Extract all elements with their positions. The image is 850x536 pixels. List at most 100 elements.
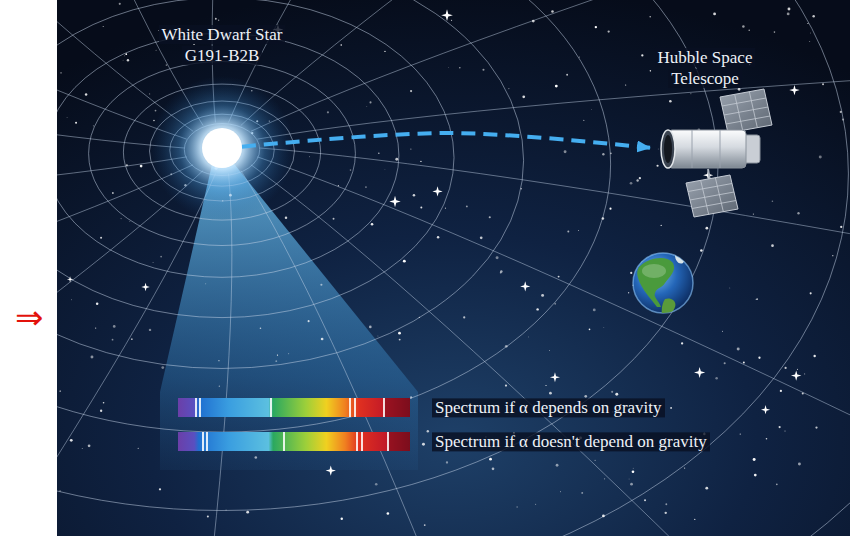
spectral-line [199,398,201,417]
star-dot [564,150,567,153]
star-dot [554,303,556,305]
star-dot [630,272,632,274]
spectral-line [387,432,389,451]
star-dot [129,220,131,222]
telescope-shape [650,85,775,220]
star-dot [756,299,757,300]
star-dot [536,308,538,310]
star-dot [140,165,143,168]
star-dot [608,30,610,32]
star-dot [551,10,554,13]
star-dot [737,348,740,351]
star-dot [694,519,695,520]
star-dot [60,72,62,74]
grid-line [241,171,731,536]
star-dot [555,85,558,88]
star-dot [125,53,127,55]
telescope: Hubble Space Telescope [650,85,775,220]
grid-ring [57,0,848,536]
telescope-name: Hubble Space Telescope [655,48,756,88]
spectrum-caption: Spectrum if α doesn't depend on gravity [432,432,710,451]
star-dot [625,84,626,85]
star-dot [448,67,450,69]
star-dot [532,20,535,23]
star-name-block: White Dwarf Star G191-B2B [147,24,297,67]
star-dot [308,320,310,322]
star-dot [581,492,583,494]
star-dot [365,186,367,188]
star-dot [122,59,124,61]
star-dot [522,95,525,98]
spectral-line [195,398,197,417]
star-dot [521,188,523,190]
star-dot [758,357,760,359]
star-dot [807,23,808,24]
spectral-line [283,432,285,451]
star-dot [463,316,465,318]
spectrum-caption: Spectrum if α depends on gravity [432,398,665,417]
star-dot [149,93,150,94]
sparkle-star [694,367,705,378]
star-dot [743,361,745,363]
star-dot [583,120,584,121]
star-dot [377,335,379,337]
aperture-ring [661,130,675,168]
sparkle-star [441,9,453,21]
star-dot [90,356,93,359]
star-dot [776,484,778,486]
star-dot [749,29,750,30]
star-dot [424,524,426,526]
star-dot [788,8,791,11]
star-dot [369,101,371,103]
continent [662,298,676,319]
star-dot [810,292,812,294]
spectrum-caption-block: Spectrum if α depends on gravity [432,397,665,418]
star-dot [628,478,630,480]
star-dot [595,26,597,28]
star-dot [85,93,87,95]
star-dot [366,106,368,108]
aperture [664,135,672,163]
star-dot [609,208,611,210]
star-dot [327,111,329,113]
star-dot [628,292,629,293]
star-dot [70,439,73,442]
star-dot [112,192,114,194]
grid-line [80,174,232,536]
star-dot [410,396,412,398]
star-dot [577,229,579,231]
grid-ring [57,0,718,511]
star-dot [787,13,790,16]
star-dot [75,122,77,124]
star-dot [320,284,322,286]
sparkle-star [550,372,560,382]
star-dot [840,111,842,113]
sparkle-star [389,196,400,207]
grid-line [57,165,193,536]
star-dot [556,464,559,467]
spectral-line [202,432,204,451]
star-dot [285,217,287,219]
spectrum-bar-shape [178,398,410,417]
spectrum-colors [178,398,410,417]
star-dot [161,366,164,369]
grid-ring [57,0,454,318]
star-dot [729,287,731,289]
star-dot [371,223,373,225]
star-dot [260,327,262,329]
star-dot [753,458,756,461]
star-dot [738,88,741,91]
star-dot [112,339,114,341]
sparkle-star [789,85,799,95]
spectrum-caption-block: Spectrum if α doesn't depend on gravity [432,431,710,452]
star-dot [451,20,452,21]
spectrum-colors [178,432,410,451]
star-dot [121,218,122,219]
spacetime-grid [57,0,850,536]
star-dot [127,59,129,61]
star-dot [155,49,157,51]
star-dot [466,205,468,207]
star-dot [681,342,683,344]
star-dot [636,179,638,181]
grid-line [257,19,850,139]
